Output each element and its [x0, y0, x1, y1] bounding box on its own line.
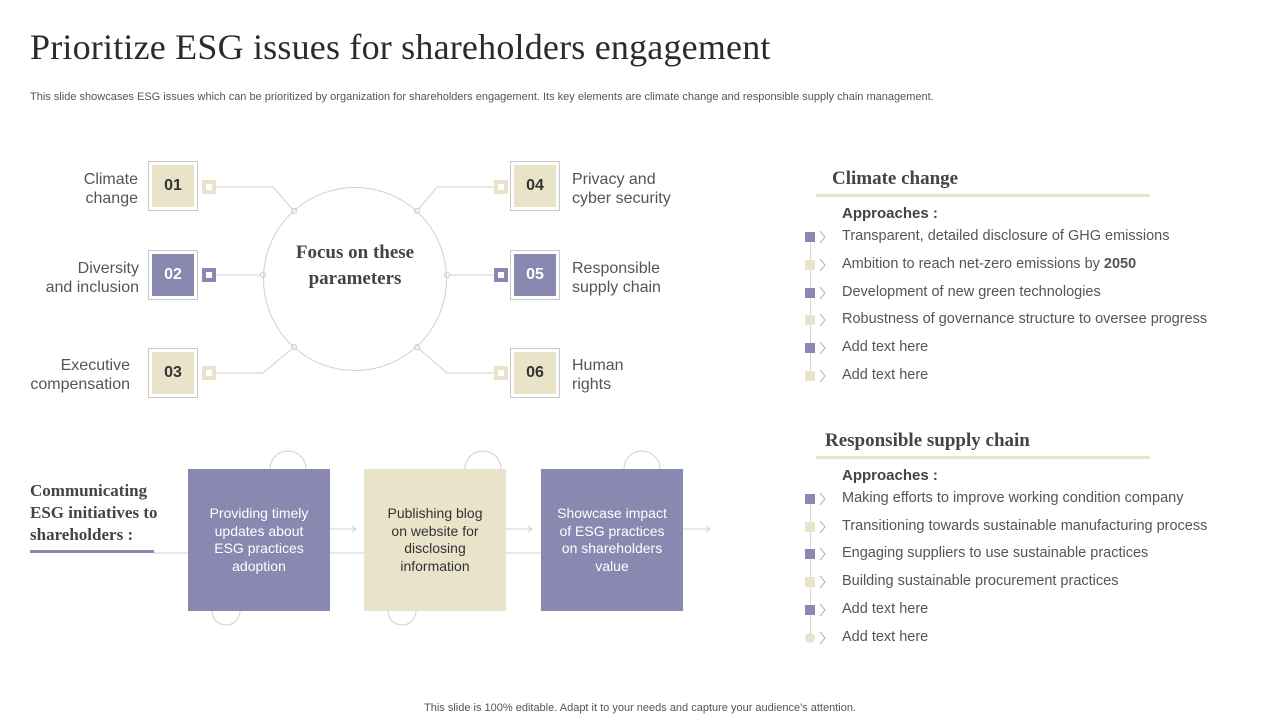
supply-item-5: Add text here: [842, 601, 929, 617]
flow-step-3: Showcase impact of ESG practices on shar…: [541, 469, 683, 611]
param-label-01: Climate change: [83, 171, 138, 207]
footer-note: This slide is 100% editable. Adapt it to…: [424, 702, 856, 714]
param-number-03: 03: [152, 352, 194, 394]
connector-square-icon: [202, 180, 216, 194]
param-label-06: Human rights: [572, 357, 624, 393]
communicating-underline: [30, 550, 154, 553]
climate-chevron-icons: [819, 230, 826, 383]
param-label-03: Executive compensation: [30, 357, 130, 393]
bullet-square-icon: [805, 232, 815, 242]
param-number-box-02: 02: [148, 250, 198, 300]
bullet-square-icon: [805, 288, 815, 298]
climate-section-rule: [816, 194, 1150, 197]
supply-item-2: Transitioning towards sustainable manufa…: [842, 518, 1208, 534]
supply-section-rule: [816, 456, 1150, 459]
flow-step-1: Providing timely updates about ESG pract…: [188, 469, 330, 611]
supply-item-6: Add text here: [842, 629, 929, 645]
bullet-square-icon: [805, 343, 815, 353]
page-title: Prioritize ESG issues for shareholders e…: [30, 27, 771, 67]
param-number-box-05: 05: [510, 250, 560, 300]
climate-item-3: Development of new green technologies: [842, 284, 1101, 300]
climate-item-4: Robustness of governance structure to ov…: [842, 311, 1208, 327]
connector-square-icon: [494, 180, 508, 194]
climate-item-5: Add text here: [842, 339, 929, 355]
bullet-square-icon: [805, 549, 815, 559]
bullet-dot-icon: [805, 633, 815, 643]
climate-section-title: Climate change: [832, 168, 959, 189]
bullet-square-icon: [805, 315, 815, 325]
supply-item-3: Engaging suppliers to use sustainable pr…: [842, 545, 1149, 561]
param-number-box-01: 01: [148, 161, 198, 211]
param-number-02: 02: [152, 254, 194, 296]
supply-section-title: Responsible supply chain: [825, 430, 1030, 451]
param-label-04: Privacy and cyber security: [572, 171, 671, 207]
bullet-square-icon: [805, 260, 815, 270]
param-number-04: 04: [514, 165, 556, 207]
param-number-box-04: 04: [510, 161, 560, 211]
focus-center-text: Focus on these parameters: [295, 242, 415, 289]
connector-square-icon: [202, 366, 216, 380]
page-subtitle: This slide showcases ESG issues which ca…: [30, 91, 934, 103]
communicating-title: Communicating ESG initiatives to shareho…: [30, 481, 158, 544]
climate-item-6: Add text here: [842, 367, 929, 383]
bullet-square-icon: [805, 605, 815, 615]
flow-step-2: Publishing blog on website for disclosin…: [364, 469, 506, 611]
param-label-05: Responsible supply chain: [572, 260, 661, 296]
param-label-02: Diversity and inclusion: [45, 260, 139, 296]
bullet-square-icon: [805, 371, 815, 381]
connector-square-icon: [202, 268, 216, 282]
bullet-square-icon: [805, 522, 815, 532]
supply-item-4: Building sustainable procurement practic…: [842, 573, 1119, 589]
focus-circle: [263, 187, 447, 371]
climate-timeline-line: [810, 236, 811, 376]
param-number-05: 05: [514, 254, 556, 296]
supply-timeline-line: [810, 498, 811, 638]
climate-item-1: Transparent, detailed disclosure of GHG …: [842, 228, 1170, 244]
bullet-square-icon: [805, 494, 815, 504]
climate-item-2: Ambition to reach net-zero emissions by …: [842, 256, 1137, 272]
param-number-box-03: 03: [148, 348, 198, 398]
connector-square-icon: [494, 366, 508, 380]
supply-approaches-label: Approaches :: [842, 467, 938, 484]
param-number-06: 06: [514, 352, 556, 394]
climate-approaches-label: Approaches :: [842, 205, 938, 222]
supply-item-1: Making efforts to improve working condit…: [842, 490, 1184, 506]
param-number-box-06: 06: [510, 348, 560, 398]
supply-chevron-icons: [819, 492, 826, 645]
param-number-01: 01: [152, 165, 194, 207]
bullet-square-icon: [805, 577, 815, 587]
connector-square-icon: [494, 268, 508, 282]
